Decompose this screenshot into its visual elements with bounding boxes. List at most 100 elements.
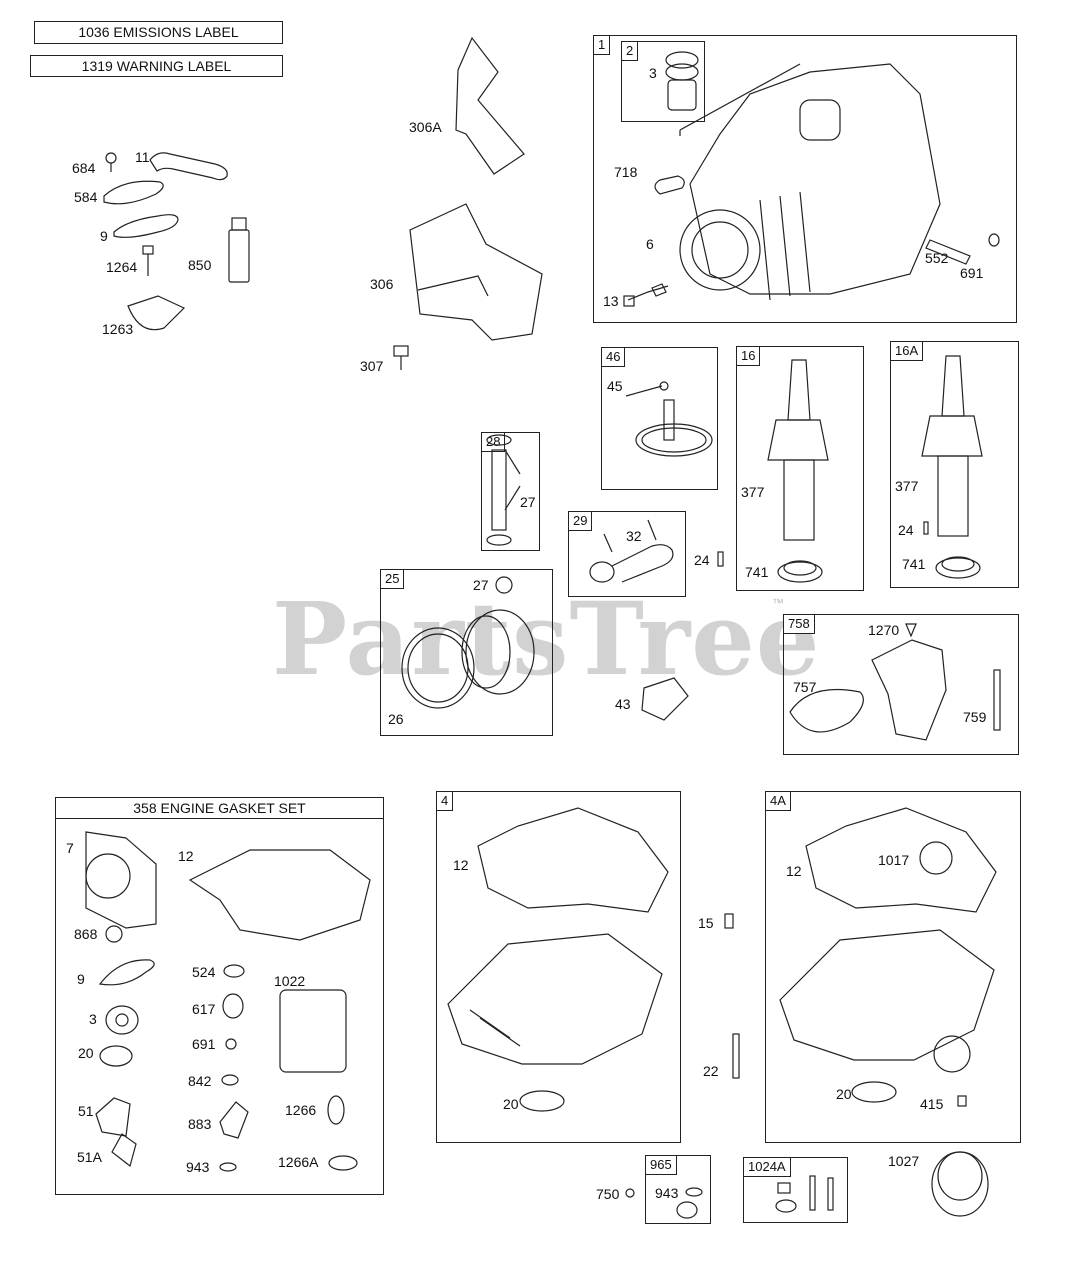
part-24-b[interactable]: 24 <box>898 522 914 538</box>
part-6[interactable]: 6 <box>646 236 654 252</box>
gasket-part-51a[interactable]: 51A <box>77 1149 102 1165</box>
gasket-part-51[interactable]: 51 <box>78 1103 94 1119</box>
part-1027[interactable]: 1027 <box>888 1153 920 1169</box>
group-25-number: 25 <box>380 569 405 589</box>
gasket-part-1266[interactable]: 1266 <box>285 1102 317 1118</box>
part-1263[interactable]: 1263 <box>102 321 134 337</box>
group-4-part-20[interactable]: 20 <box>503 1096 519 1112</box>
part-759[interactable]: 759 <box>963 709 987 725</box>
group-2-box[interactable]: 2 <box>621 41 705 122</box>
part-741-b[interactable]: 741 <box>902 556 926 572</box>
gasket-part-617[interactable]: 617 <box>192 1001 216 1017</box>
part-27-b[interactable]: 27 <box>473 577 489 593</box>
part-850[interactable]: 850 <box>188 257 212 273</box>
warning-label-box[interactable]: 1319 WARNING LABEL <box>30 55 283 77</box>
group-16a-crankshaft[interactable]: 16A <box>890 341 1019 588</box>
watermark-trademark: ™ <box>772 596 784 610</box>
group-16-crankshaft[interactable]: 16 <box>736 346 864 591</box>
part-584[interactable]: 584 <box>74 189 98 205</box>
part-377-a[interactable]: 377 <box>741 484 765 500</box>
group-29-connecting-rod[interactable]: 29 <box>568 511 686 597</box>
part-11[interactable]: 11 <box>135 149 150 165</box>
part-32[interactable]: 32 <box>626 528 642 544</box>
group-28-pin[interactable]: 28 <box>481 432 540 551</box>
gasket-part-883[interactable]: 883 <box>188 1116 212 1132</box>
part-45[interactable]: 45 <box>607 378 623 394</box>
group-4a-part-12[interactable]: 12 <box>786 863 802 879</box>
group-4-part-12[interactable]: 12 <box>453 857 469 873</box>
emissions-label-box[interactable]: 1036 EMISSIONS LABEL <box>34 21 283 44</box>
part-757[interactable]: 757 <box>793 679 817 695</box>
gasket-part-7[interactable]: 7 <box>66 840 74 856</box>
gasket-part-1266a[interactable]: 1266A <box>278 1154 319 1170</box>
group-4a-number: 4A <box>765 791 791 811</box>
group-16-number: 16 <box>736 346 761 366</box>
part-741-a[interactable]: 741 <box>745 564 769 580</box>
gasket-part-868[interactable]: 868 <box>74 926 98 942</box>
group-1-cylinder[interactable]: 1 2 <box>593 35 1017 323</box>
group-758-governor[interactable]: 758 <box>783 614 1019 755</box>
part-26[interactable]: 26 <box>388 711 404 727</box>
engine-gasket-set[interactable]: 358 ENGINE GASKET SET <box>55 797 384 1195</box>
group-4a-part-1017[interactable]: 1017 <box>878 852 910 868</box>
gasket-part-943[interactable]: 943 <box>186 1159 210 1175</box>
part-15[interactable]: 15 <box>698 915 714 931</box>
group-29-number: 29 <box>568 511 593 531</box>
gasket-part-1022[interactable]: 1022 <box>274 973 306 989</box>
group-4a-part-20[interactable]: 20 <box>836 1086 852 1102</box>
group-4-sump[interactable]: 4 <box>436 791 681 1143</box>
part-13[interactable]: 13 <box>603 293 619 309</box>
part-3[interactable]: 3 <box>649 65 657 81</box>
group-965-number: 965 <box>645 1155 677 1175</box>
gasket-part-691[interactable]: 691 <box>192 1036 216 1052</box>
group-4a-part-415[interactable]: 415 <box>920 1096 944 1112</box>
part-24-loose[interactable]: 24 <box>694 552 710 568</box>
group-1-number: 1 <box>593 35 611 55</box>
part-43[interactable]: 43 <box>615 696 631 712</box>
part-306a[interactable]: 306A <box>409 119 442 135</box>
gasket-part-12[interactable]: 12 <box>178 848 194 864</box>
part-718[interactable]: 718 <box>614 164 638 180</box>
group-758-number: 758 <box>783 614 815 634</box>
group-46-camshaft[interactable]: 46 <box>601 347 718 490</box>
part-691[interactable]: 691 <box>960 265 984 281</box>
part-27-a[interactable]: 27 <box>520 494 536 510</box>
engine-gasket-set-title: 358 ENGINE GASKET SET <box>56 798 383 819</box>
group-965[interactable]: 965 <box>645 1155 711 1224</box>
part-1270[interactable]: 1270 <box>868 622 900 638</box>
group-4a-sump[interactable]: 4A <box>765 791 1021 1143</box>
group-16a-number: 16A <box>890 341 924 361</box>
gasket-part-9[interactable]: 9 <box>77 971 85 987</box>
gasket-part-20[interactable]: 20 <box>78 1045 94 1061</box>
part-9[interactable]: 9 <box>100 228 108 244</box>
part-22[interactable]: 22 <box>703 1063 719 1079</box>
gasket-part-524[interactable]: 524 <box>192 964 216 980</box>
part-306[interactable]: 306 <box>370 276 394 292</box>
part-377-b[interactable]: 377 <box>895 478 919 494</box>
part-684[interactable]: 684 <box>72 160 96 176</box>
gasket-part-842[interactable]: 842 <box>188 1073 212 1089</box>
group-1024a-number: 1024A <box>743 1157 791 1177</box>
group-965-part-943[interactable]: 943 <box>655 1185 679 1201</box>
group-2-number: 2 <box>621 41 639 61</box>
group-25-piston[interactable]: 25 <box>380 569 553 736</box>
gasket-part-3[interactable]: 3 <box>89 1011 97 1027</box>
group-1024a[interactable]: 1024A <box>743 1157 848 1223</box>
part-1264[interactable]: 1264 <box>106 259 138 275</box>
part-750[interactable]: 750 <box>596 1186 620 1202</box>
part-307[interactable]: 307 <box>360 358 384 374</box>
